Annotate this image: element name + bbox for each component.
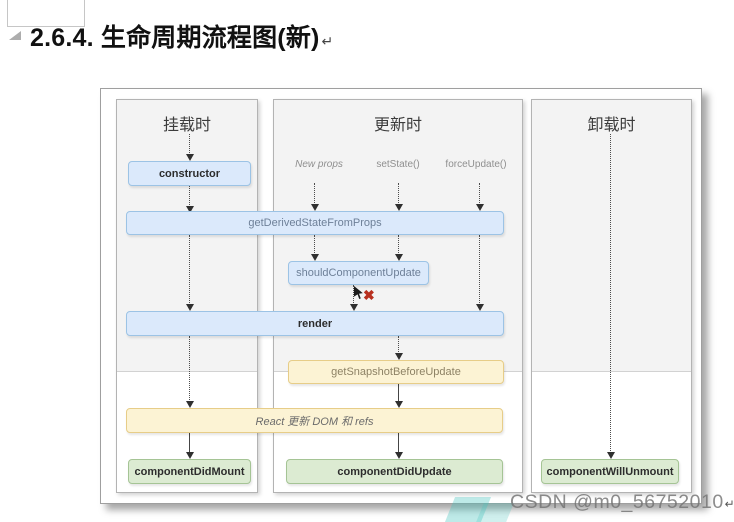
arrow-setstate-to-getderived	[394, 183, 403, 211]
heading-collapse-triangle-icon[interactable]	[9, 31, 21, 40]
column-unmounting: 卸载时	[531, 99, 692, 493]
render-phase-background	[532, 100, 691, 372]
node-getderivedstatefromprops: getDerivedStateFromProps	[126, 211, 504, 235]
column-title-updating: 更新时	[373, 117, 422, 134]
trigger-setstate: setState()	[376, 159, 420, 170]
arrow-domupdate-to-didmount	[185, 433, 194, 459]
arrow-domupdate-to-didupdate	[394, 433, 403, 459]
node-componentwillunmount: componentWillUnmount	[541, 459, 679, 484]
csdn-watermark-text: CSDN @m0_56752010	[510, 491, 724, 513]
mouse-cursor-icon	[354, 286, 363, 299]
trigger-new-props: New props	[295, 159, 343, 170]
arrow-getderived-to-shouldupdate-left	[310, 235, 319, 261]
section-heading-text: 2.6.4. 生命周期流程图(新)	[30, 24, 320, 52]
arrow-render-to-domupdate-mount	[185, 336, 194, 408]
arrow-newprops-to-getderived	[310, 183, 319, 211]
false-branch-x-icon: ✖	[363, 287, 375, 303]
column-title-unmounting: 卸载时	[587, 117, 636, 134]
paragraph-mark-icon: ↵	[724, 497, 734, 511]
arrow-render-to-getsnapshot	[394, 336, 403, 360]
arrow-getderived-to-shouldupdate-right	[394, 235, 403, 261]
node-constructor: constructor	[128, 161, 251, 186]
node-componentdidupdate: componentDidUpdate	[286, 459, 503, 484]
arrow-forceupdate-to-getderived	[475, 183, 484, 211]
arrow-unmount-to-willunmount	[606, 134, 615, 459]
node-react-updates-dom: React 更新 DOM 和 refs	[126, 408, 503, 433]
arrow-forceupdate-to-render	[475, 235, 484, 311]
node-shouldcomponentupdate: shouldComponentUpdate	[288, 261, 429, 285]
lifecycle-diagram-figure: 挂载时 更新时 卸载时 New props setState() forceUp…	[100, 88, 702, 504]
column-title-mounting: 挂载时	[162, 117, 211, 134]
arrow-constructor-to-getderived	[185, 186, 194, 213]
node-componentdidmount: componentDidMount	[128, 459, 251, 484]
arrow-mount-to-constructor	[185, 134, 194, 161]
csdn-logo-shape	[476, 503, 514, 522]
arrow-getsnapshot-to-domupdate	[394, 384, 403, 408]
csdn-watermark: CSDN @m0_56752010↵	[510, 491, 734, 514]
paragraph-mark-icon: ↵	[321, 33, 334, 49]
arrow-shouldupdate-to-render	[349, 285, 358, 311]
trigger-forceupdate: forceUpdate()	[445, 159, 507, 170]
node-getsnapshotbeforeupdate: getSnapshotBeforeUpdate	[288, 360, 504, 384]
section-heading: 2.6.4. 生命周期流程图(新)↵	[30, 18, 333, 54]
node-render: render	[126, 311, 504, 336]
arrow-getderived-to-render-mount	[185, 235, 194, 311]
word-ui-artifact-box	[7, 0, 85, 27]
